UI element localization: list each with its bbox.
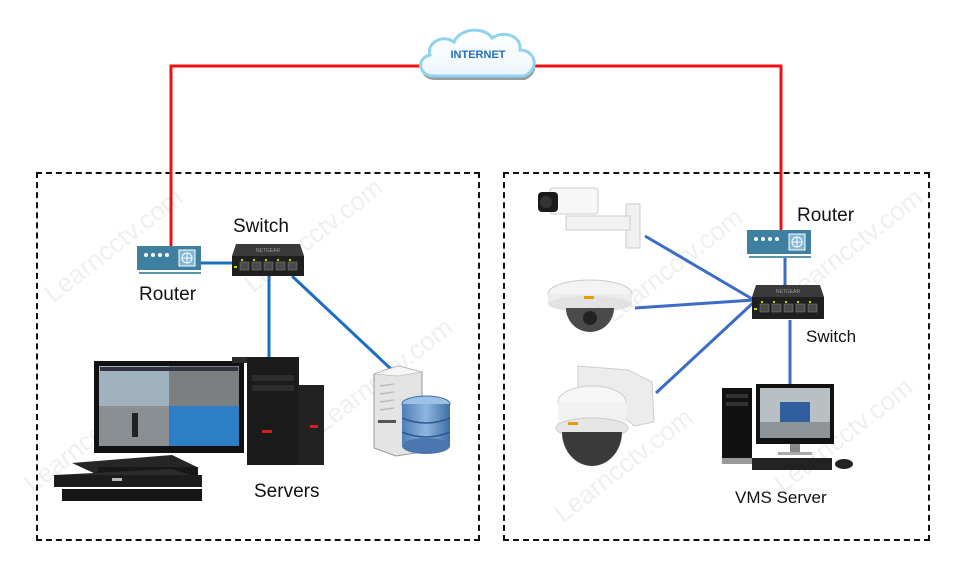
internet-link-right <box>535 64 783 236</box>
right-switch-label: Switch <box>806 327 857 346</box>
database-server-icon <box>373 365 451 457</box>
lan-link-bullet-camera <box>644 234 755 302</box>
left-router-label: Router <box>139 284 197 305</box>
lan-link-dome-camera <box>634 298 755 310</box>
desktop-pc-icon <box>722 384 853 470</box>
network-switch-icon: NETGEAR <box>232 244 304 276</box>
internet-link-left <box>169 64 420 250</box>
left-router <box>137 246 203 276</box>
left-switch-label: Switch <box>233 216 289 237</box>
right-site-zone <box>503 172 930 541</box>
nvr-servers-icon <box>54 357 324 501</box>
dome-camera-icon <box>547 279 633 332</box>
left-site-zone <box>36 172 480 541</box>
ptz-camera-icon <box>555 365 655 466</box>
internet-cloud: INTERNET <box>412 24 544 92</box>
svg-text:NETGEAR: NETGEAR <box>776 289 801 295</box>
right-router-label: Router <box>797 205 855 226</box>
bullet-camera-icon <box>538 187 641 249</box>
storage-server <box>370 362 452 458</box>
bullet-camera <box>536 186 654 250</box>
svg-text:NETGEAR: NETGEAR <box>256 248 281 254</box>
left-servers <box>52 355 328 505</box>
dome-camera <box>546 276 634 338</box>
servers-label: Servers <box>254 481 320 502</box>
network-switch-icon: NETGEAR <box>752 285 824 319</box>
vms-server-label: VMS Server <box>735 488 827 507</box>
router-icon <box>747 230 811 258</box>
ptz-camera <box>548 362 658 474</box>
right-switch: NETGEAR <box>750 285 826 321</box>
router-icon <box>137 246 201 274</box>
right-router <box>747 230 813 260</box>
cloud-icon <box>419 28 536 80</box>
left-switch: NETGEAR <box>230 244 306 278</box>
lan-link-switch-storage <box>290 274 394 372</box>
lan-link-ptz-camera <box>654 300 756 395</box>
vms-server <box>720 382 856 474</box>
internet-label: INTERNET <box>450 49 506 61</box>
